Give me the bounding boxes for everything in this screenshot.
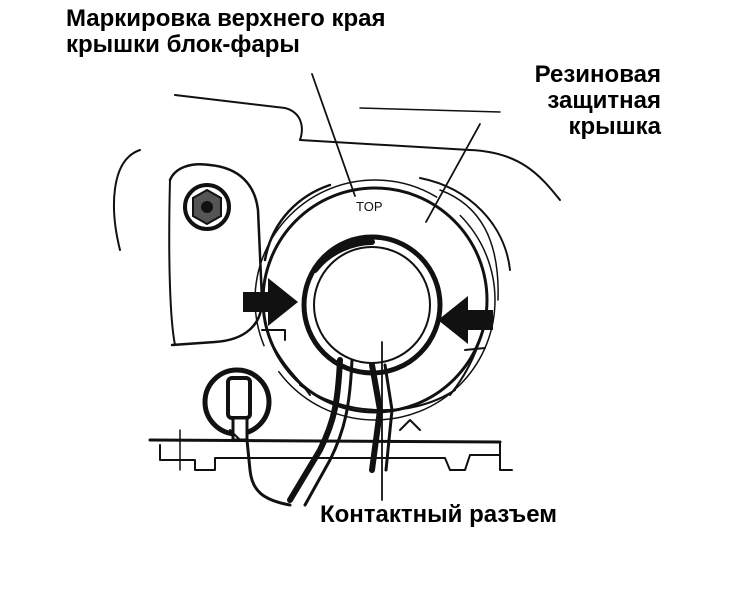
connector-socket	[301, 234, 443, 376]
headlight-housing	[113, 94, 561, 471]
right-arrow-icon	[438, 296, 493, 344]
lower-housing-edge	[148, 429, 513, 471]
mounting-bolt-icon	[183, 183, 231, 231]
label-top-marking: Маркировка верхнего края крышки блок-фар…	[66, 6, 386, 58]
label-top-marking-line-1: Маркировка верхнего края	[66, 5, 386, 32]
top-marking-text: TOP	[356, 199, 383, 214]
leader-rubber-cover	[425, 123, 481, 223]
wire-harness	[245, 357, 394, 507]
left-arrow-icon	[243, 278, 298, 326]
label-rubber-cover-line-3: крышка	[568, 113, 661, 140]
label-rubber-cover-line-2: защитная	[547, 87, 661, 114]
side-plug	[202, 367, 272, 442]
leader-top-mark	[311, 73, 356, 197]
label-top-marking-line-2: крышки блок-фары	[66, 31, 300, 58]
leader-lines	[311, 73, 481, 501]
label-connector: Контактный разъем	[320, 501, 557, 528]
label-rubber-cover: Резиновая защитная крышка	[535, 62, 661, 140]
label-rubber-cover-line-1: Резиновая	[534, 61, 661, 88]
